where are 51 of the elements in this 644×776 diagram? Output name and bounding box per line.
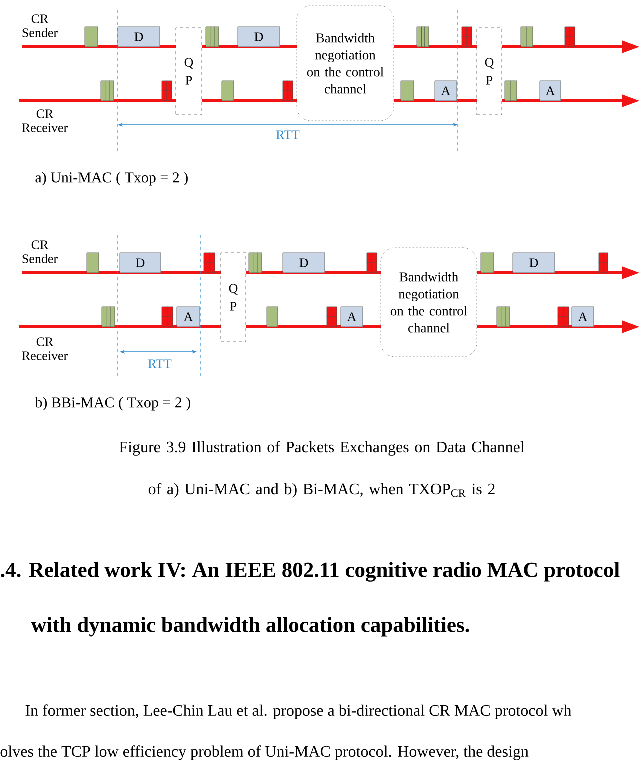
packet-box (496, 306, 510, 328)
packet-box (564, 26, 576, 48)
station-label: CR Sender (22, 240, 58, 264)
data-packet-box: A (176, 306, 200, 328)
packet-box (480, 252, 494, 274)
panel-caption: b) BBi-MAC ( Txop = 2 ) (35, 397, 190, 411)
dashed-box: Q P (476, 28, 502, 116)
body-text: In former section, Lee-Chin Lau et al. propose a bi-directional CR MAC protocol wh (26, 704, 572, 720)
packet-box (504, 80, 518, 102)
packet-box (400, 80, 414, 102)
packet-box (162, 306, 174, 328)
section-heading: .4. Related work IV: An IEEE 802.11 cognitive radio MAC protocol with dynamic bandwidth allocation capabilities. (1, 562, 620, 637)
dashed-box: Q P (220, 252, 246, 342)
packet-box (416, 26, 430, 48)
packet-box (204, 252, 216, 274)
data-packet-box: D (282, 252, 326, 274)
packet-box (86, 252, 100, 274)
data-packet-box: D (512, 252, 556, 274)
data-packet-box: A (572, 306, 594, 328)
packet-box (558, 306, 570, 328)
dashed-box: Q P (176, 28, 202, 116)
figure-caption: Figure 3.9 Illustration of Packets Exchanges on Data Channel of a) Uni-MAC and b) Bi-MAC, when TXOP$_{CR}$ is 2 (120, 441, 525, 498)
dimension-label: RTT (276, 130, 300, 140)
packet-box (520, 26, 534, 48)
packet-box (266, 306, 278, 328)
rounded-box: Bandwidth negotiation on the control channel (296, 6, 394, 122)
data-packet-box: A (340, 306, 364, 328)
data-packet-box: D (120, 252, 162, 274)
packet-box (222, 80, 234, 102)
packet-box (206, 26, 220, 48)
data-packet-box: A (434, 80, 458, 102)
station-label: CR Sender (22, 14, 58, 38)
packet-box (598, 252, 608, 274)
data-packet-box: D (118, 26, 160, 48)
rounded-box: Bandwidth negotiation on the control channel (380, 248, 478, 358)
packet-box (100, 80, 114, 102)
packet-box (326, 306, 338, 328)
packet-box (84, 26, 98, 48)
body-text: olves the TCP low efficiency problem of Uni-MAC protocol. However, the design (0, 746, 529, 760)
packet-box (248, 252, 262, 274)
station-label: CR Receiver (22, 110, 68, 132)
panel-caption: a) Uni-MAC ( Txop = 2 ) (36, 172, 188, 186)
station-label: CR Receiver (22, 338, 68, 360)
data-packet-box: A (540, 80, 562, 102)
packet-box (162, 80, 172, 102)
packet-box (282, 80, 294, 102)
packet-box (102, 306, 116, 328)
packet-box (462, 26, 472, 48)
dimension-label: RTT (148, 360, 172, 368)
packet-box (366, 252, 378, 274)
data-packet-box: D (238, 26, 280, 48)
